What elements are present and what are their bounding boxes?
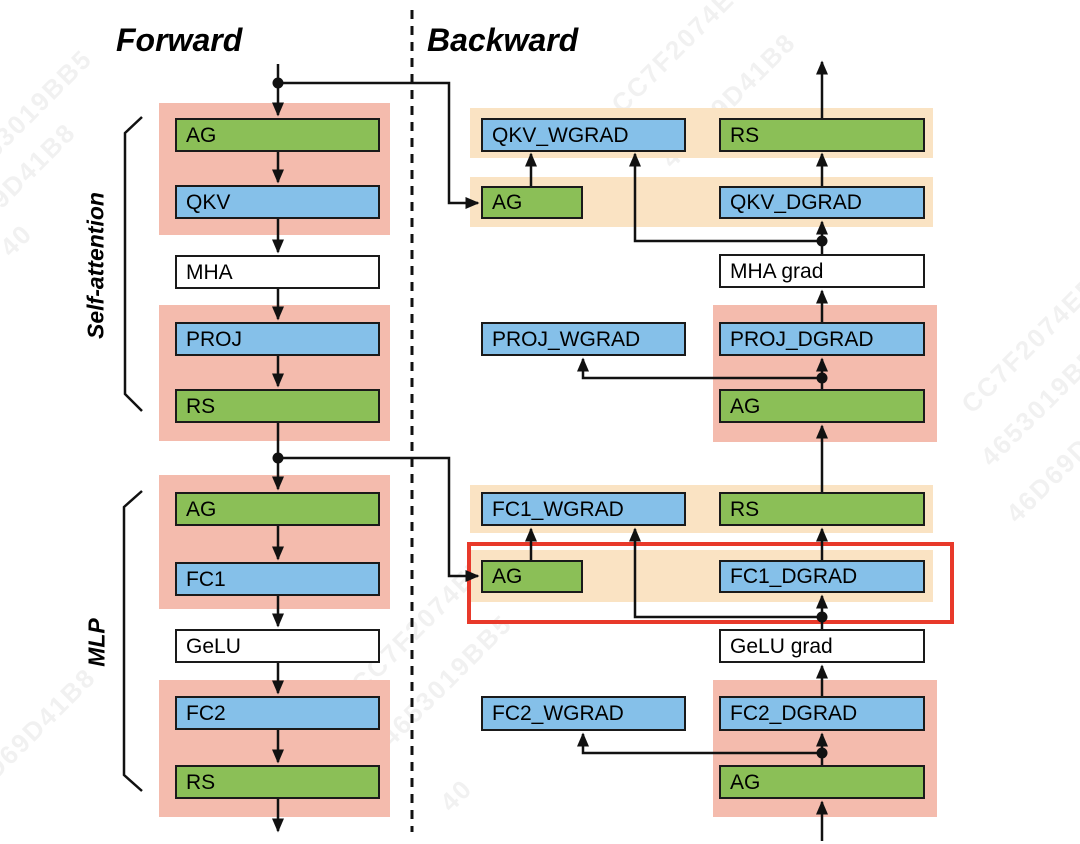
block-forward-rs-1: RS <box>175 389 380 423</box>
block-label: QKV <box>186 190 231 214</box>
block-backward-rs-1: RS <box>719 118 925 152</box>
block-backward-mha-grad: MHA grad <box>719 254 925 288</box>
block-forward-rs-2: RS <box>175 765 380 799</box>
block-forward-ag-1: AG <box>175 118 380 152</box>
block-label: AG <box>492 565 523 588</box>
block-label: FC1 <box>186 567 226 591</box>
block-backward-ag-3: AG <box>481 560 583 593</box>
block-label: QKV_DGRAD <box>730 191 862 214</box>
block-label: AG <box>730 394 761 418</box>
block-backward-fc2-wgrad: FC2_WGRAD <box>481 696 686 731</box>
block-forward-fc1: FC1 <box>175 562 380 596</box>
watermark-text: 40 <box>433 772 479 818</box>
block-label: RS <box>730 123 760 147</box>
block-backward-qkv-dgrad: QKV_DGRAD <box>719 186 925 219</box>
block-label: FC1_WGRAD <box>492 497 624 521</box>
block-backward-fc2-dgrad: FC2_DGRAD <box>719 696 925 731</box>
mlp-bracket <box>122 490 143 792</box>
watermark-text: 40 <box>0 217 39 263</box>
block-forward-ag-2: AG <box>175 492 380 526</box>
mlp-label: MLP <box>83 618 110 667</box>
block-label: RS <box>730 497 760 521</box>
block-label: GeLU grad <box>730 634 833 658</box>
block-label: RS <box>186 770 216 794</box>
block-backward-proj-wgrad: PROJ_WGRAD <box>481 322 686 356</box>
block-forward-qkv: QKV <box>175 185 380 219</box>
block-label: FC1_DGRAD <box>730 565 858 588</box>
block-label: PROJ_DGRAD <box>730 327 874 351</box>
block-backward-fc1-dgrad: FC1_DGRAD <box>719 560 925 593</box>
block-backward-ag-4: AG <box>719 765 925 799</box>
dgrad-to-wgrad-branches <box>577 152 822 755</box>
block-label: FC2_DGRAD <box>730 702 858 725</box>
block-backward-ag-1: AG <box>481 186 583 219</box>
block-label: GeLU <box>186 634 241 658</box>
block-forward-mha: MHA <box>175 255 380 289</box>
block-label: QKV_WGRAD <box>492 123 629 147</box>
block-label: RS <box>186 394 216 418</box>
block-forward-fc2: FC2 <box>175 696 380 730</box>
block-backward-proj-dgrad: PROJ_DGRAD <box>719 322 925 356</box>
block-forward-proj: PROJ <box>175 322 380 356</box>
block-label: AG <box>186 497 217 521</box>
block-backward-gelu-grad: GeLU grad <box>719 629 925 663</box>
self-attention-bracket <box>123 116 143 412</box>
self-attention-label: Self-attention <box>82 192 109 339</box>
block-label: MHA <box>186 260 233 284</box>
block-label: AG <box>492 191 523 214</box>
backward-title: Backward <box>427 22 579 58</box>
block-backward-qkv-wgrad: QKV_WGRAD <box>481 118 686 152</box>
block-label: PROJ_WGRAD <box>492 327 641 351</box>
forward-title: Forward <box>116 22 243 58</box>
block-backward-ag-2: AG <box>719 389 925 423</box>
block-label: FC2_WGRAD <box>492 702 624 725</box>
block-label: AG <box>186 123 217 147</box>
block-backward-fc1-wgrad: FC1_WGRAD <box>481 492 686 526</box>
block-label: MHA grad <box>730 259 824 283</box>
block-label: PROJ <box>186 327 243 351</box>
block-backward-rs-2: RS <box>719 492 925 526</box>
block-label: FC2 <box>186 701 226 725</box>
block-label: AG <box>730 770 761 794</box>
block-forward-gelu: GeLU <box>175 629 380 663</box>
